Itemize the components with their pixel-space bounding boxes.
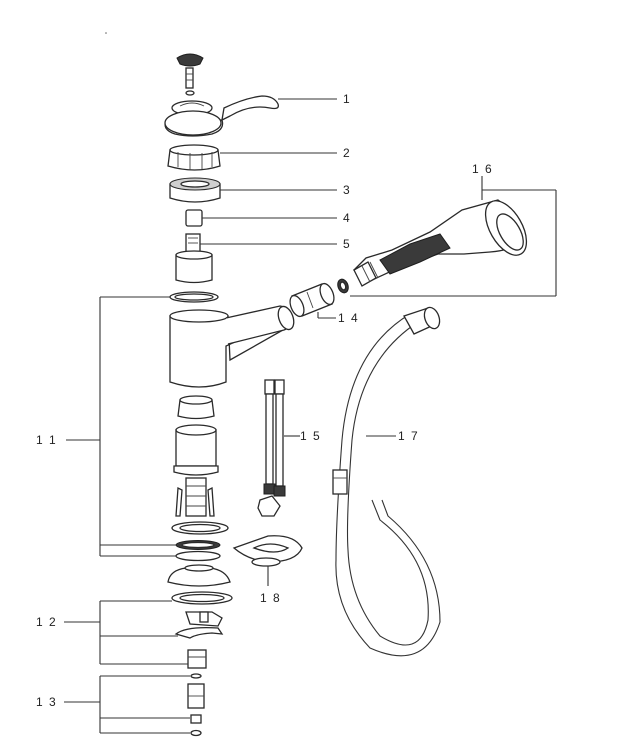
dome-cap [167, 144, 221, 171]
supply-lines [257, 379, 286, 517]
connector-kit [187, 673, 205, 737]
callout-18: 1 8 [260, 591, 281, 605]
mounting-nut-12 [187, 649, 207, 669]
callout-14: 1 4 [338, 311, 359, 325]
callout-labels: 1 2 3 4 5 1 1 1 2 1 3 1 4 1 5 1 6 1 7 1 … [36, 92, 493, 709]
cartridge [175, 233, 213, 284]
callout-17: 1 7 [398, 429, 419, 443]
hose-adapter [289, 278, 349, 318]
callout-11: 1 1 [36, 433, 57, 447]
button-cap [176, 53, 204, 67]
mounting-kit [171, 591, 233, 669]
gasket-plain [175, 550, 221, 562]
callout-1: 1 [343, 92, 351, 106]
bonnet-nut [169, 177, 221, 203]
screw [185, 67, 194, 89]
screw-washer [185, 90, 195, 96]
leader-lines [64, 98, 557, 734]
spray-head [353, 199, 528, 287]
connector-sleeve [190, 714, 202, 724]
handle-base-skirt [164, 110, 222, 136]
callout-2: 2 [343, 146, 351, 160]
callout-15: 1 5 [300, 429, 321, 443]
callout-13: 1 3 [36, 695, 57, 709]
pull-out-hose [332, 306, 441, 657]
stray-dot [105, 32, 107, 34]
base-dome [167, 567, 231, 587]
base-plate [232, 535, 303, 567]
callout-4: 4 [343, 211, 351, 225]
callout-5: 5 [343, 237, 351, 251]
callout-3: 3 [343, 183, 351, 197]
callout-12: 1 2 [36, 615, 57, 629]
connector-washer [190, 729, 202, 737]
adapter-sleeve [185, 209, 203, 227]
spout-body-assembly [167, 291, 295, 587]
handle-assembly [164, 53, 279, 137]
c-clip [174, 626, 224, 639]
callout-16: 1 6 [472, 162, 493, 176]
